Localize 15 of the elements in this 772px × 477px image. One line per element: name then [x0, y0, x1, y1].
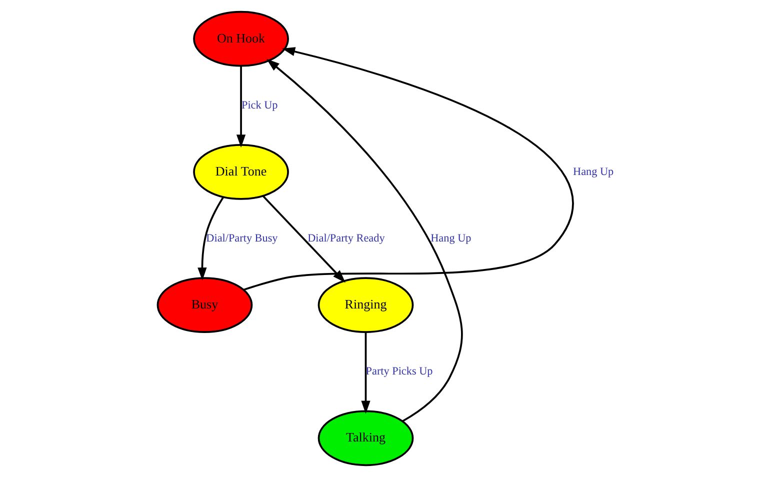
- arrow: [244, 47, 574, 291]
- edge-label: Dial/Party Busy: [206, 232, 278, 244]
- arrow: [361, 332, 370, 414]
- arrow: [198, 196, 224, 281]
- node-ellipse: Busy: [156, 277, 253, 333]
- node-ellipse: Talking: [318, 410, 414, 466]
- node-ellipse: Ringing: [318, 277, 414, 333]
- edge-label: Hang Up: [430, 232, 472, 244]
- edge-label: Dial/Party Ready: [308, 232, 385, 244]
- arrow: [262, 195, 346, 283]
- arrow: [266, 58, 463, 422]
- node-ellipse: On Hook: [193, 10, 289, 67]
- node-ellipse: Dial Tone: [193, 144, 289, 200]
- arrow: [236, 66, 246, 148]
- edge-label: Hang Up: [573, 166, 614, 178]
